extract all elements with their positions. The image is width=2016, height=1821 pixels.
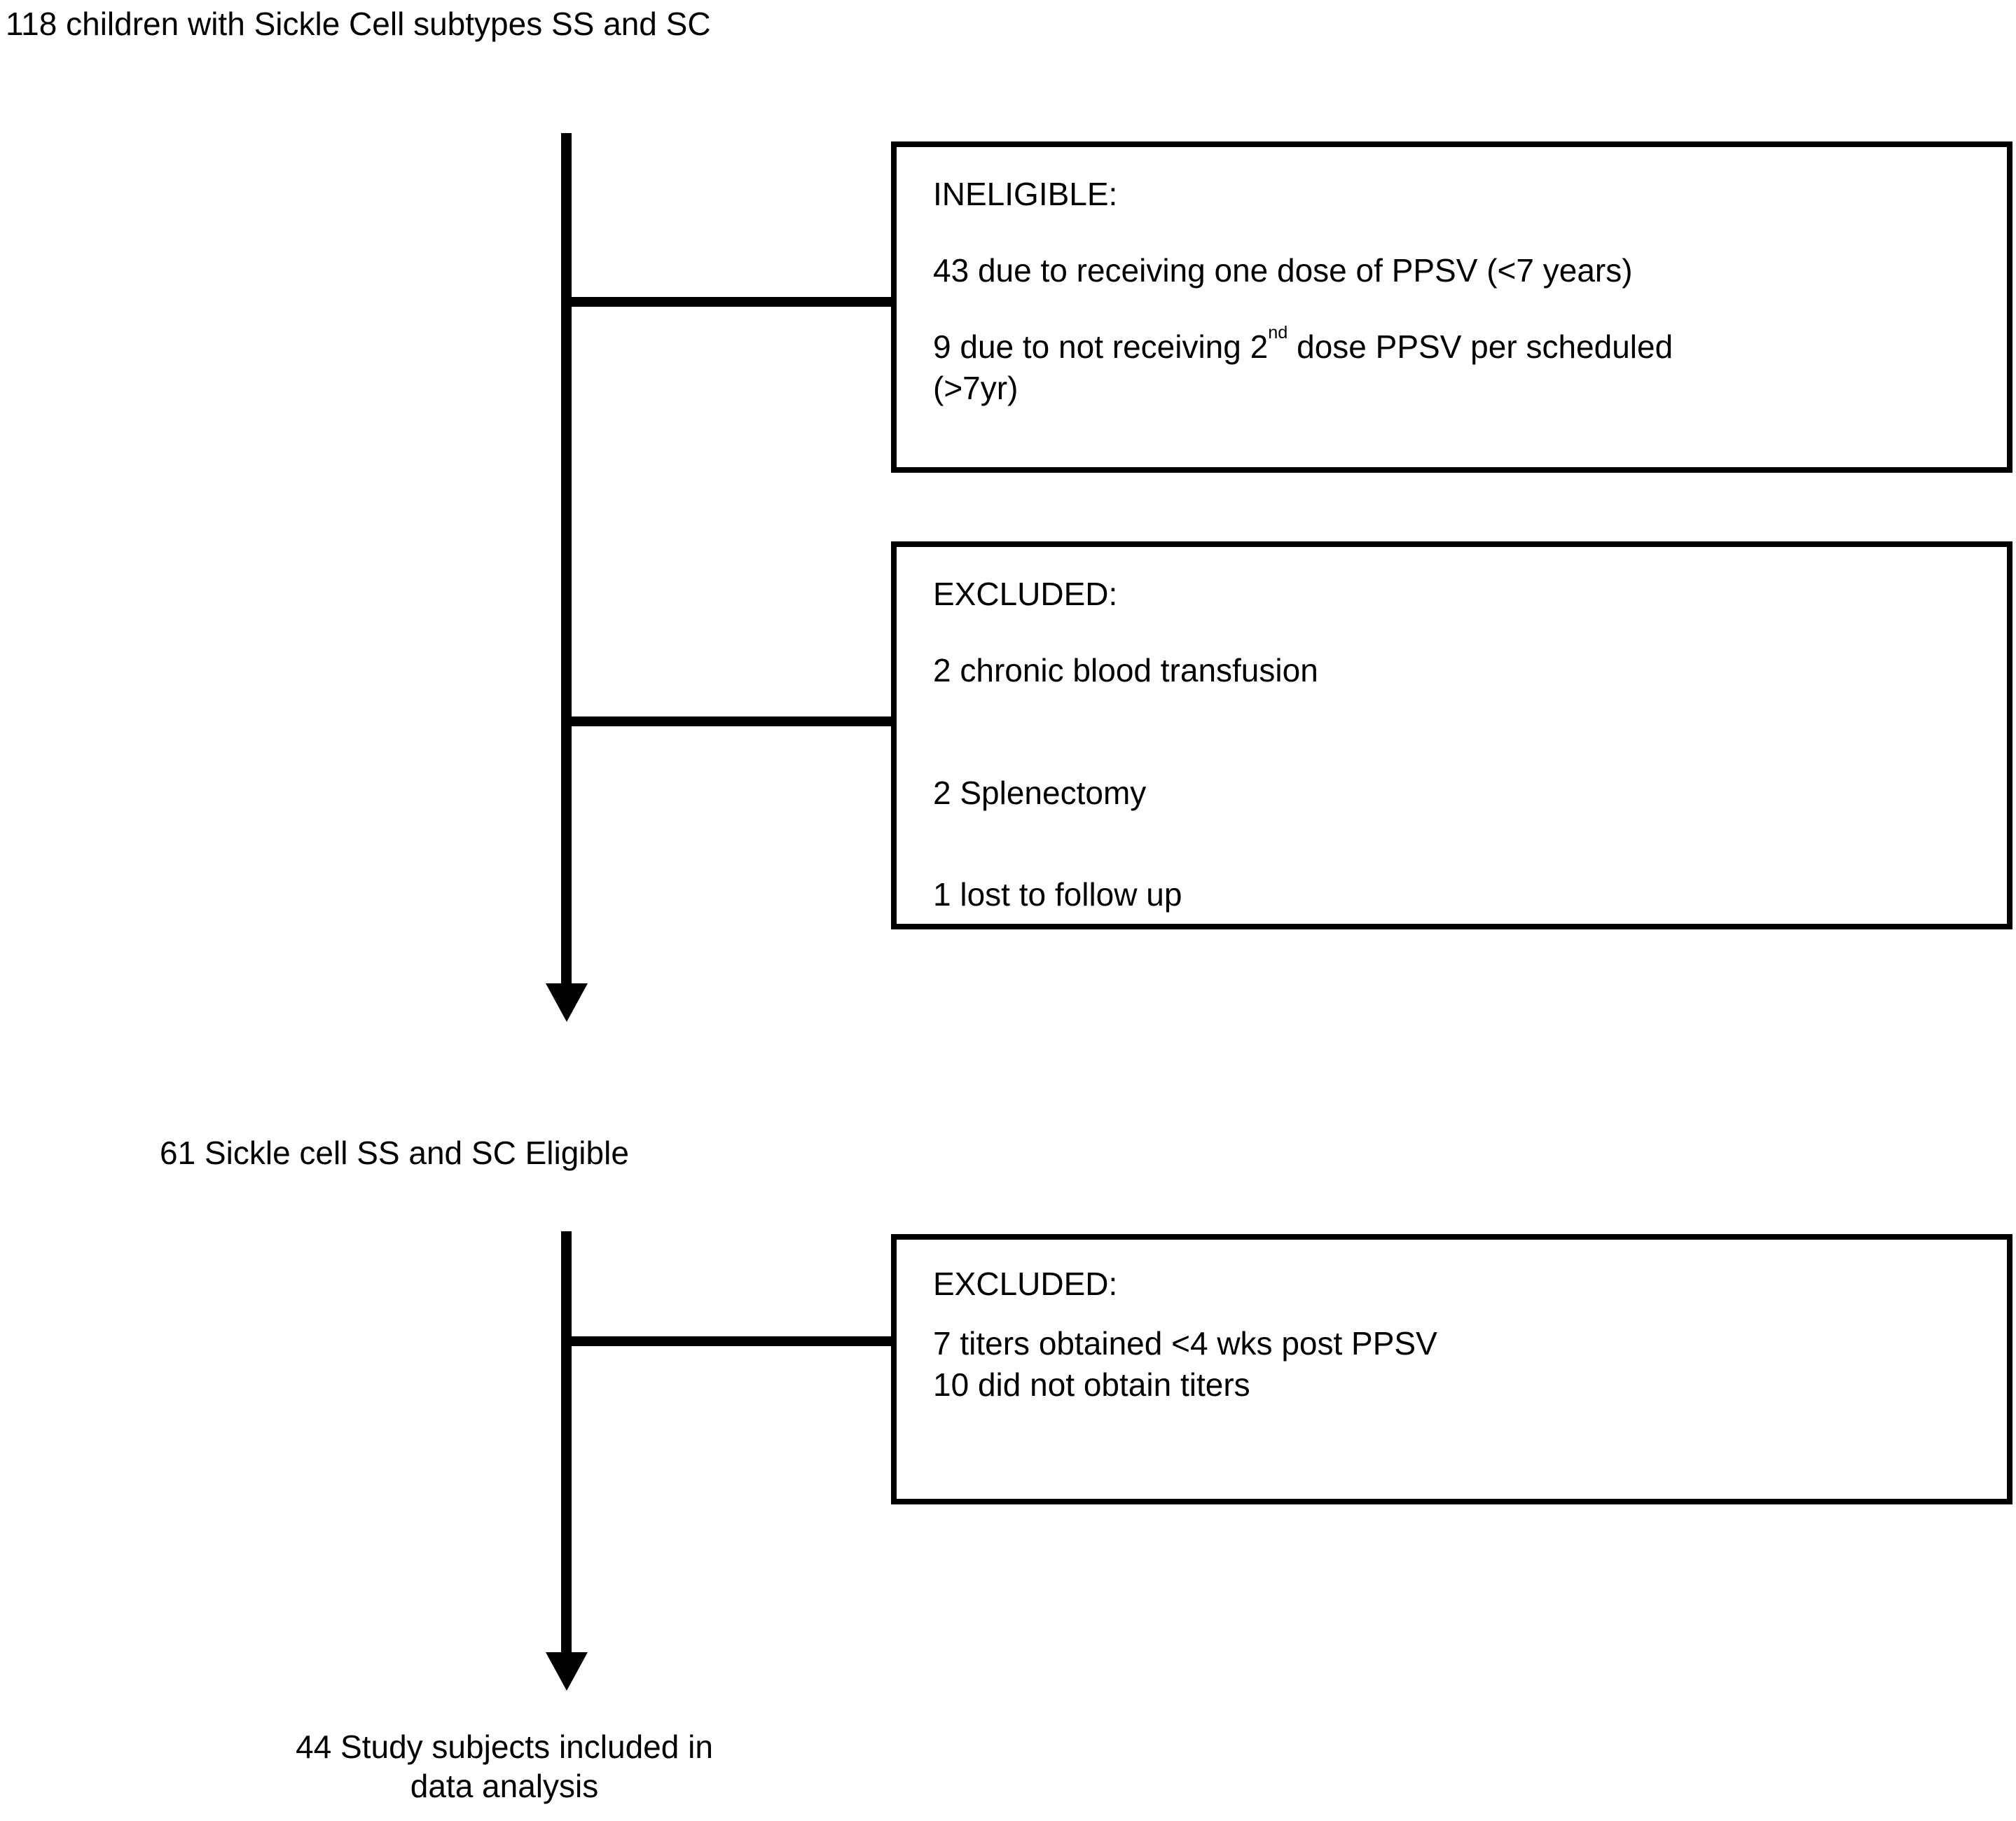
ineligible-item-2-line2: (>7yr): [933, 369, 1019, 406]
final-node-line-2: data analysis: [410, 1768, 599, 1805]
down-arrow-icon-bottom: [546, 1652, 588, 1691]
excluded-1-item-1: 2 chronic blood transfusion: [933, 651, 1318, 688]
ineligible-heading: INELIGIBLE:: [933, 176, 1118, 212]
connector-line-ineligible: [566, 297, 891, 307]
excluded-2-item-1: 7 titers obtained <4 wks post PPSV: [933, 1324, 1437, 1362]
ineligible-item-1: 43 due to receiving one dose of PPSV (<7…: [933, 251, 1633, 289]
arrow-shaft-bottom: [561, 1231, 572, 1654]
excluded-1-heading: EXCLUDED:: [933, 576, 1118, 612]
ineligible-box: INELIGIBLE: 43 due to receiving one dose…: [891, 141, 2012, 473]
down-arrow-icon-top: [546, 983, 588, 1022]
ordinal-superscript: nd: [1268, 323, 1288, 343]
excluded-box-1: EXCLUDED: 2 chronic blood transfusion 2 …: [891, 541, 2012, 929]
final-node-line-1: 44 Study subjects included in: [296, 1729, 713, 1765]
ineligible-item-2-suffix: dose PPSV per scheduled: [1287, 328, 1673, 365]
connector-line-excluded-1: [566, 716, 891, 726]
ineligible-item-2: 9 due to not receiving 2nd dose PPSV per…: [933, 323, 1965, 409]
excluded-2-item-2: 10 did not obtain titers: [933, 1366, 1250, 1403]
root-node-label: 118 children with Sickle Cell subtypes S…: [6, 6, 711, 42]
excluded-1-item-2: 2 Splenectomy: [933, 774, 1147, 811]
connector-line-excluded-2: [566, 1336, 891, 1346]
eligible-node-label: 61 Sickle cell SS and SC Eligible: [160, 1135, 629, 1171]
excluded-1-item-3: 1 lost to follow up: [933, 875, 1182, 913]
excluded-box-2: EXCLUDED: 7 titers obtained <4 wks post …: [891, 1234, 2012, 1504]
ineligible-item-2-prefix: 9 due to not receiving 2: [933, 328, 1269, 365]
arrow-shaft-top: [561, 133, 572, 985]
excluded-2-heading: EXCLUDED:: [933, 1266, 1118, 1302]
